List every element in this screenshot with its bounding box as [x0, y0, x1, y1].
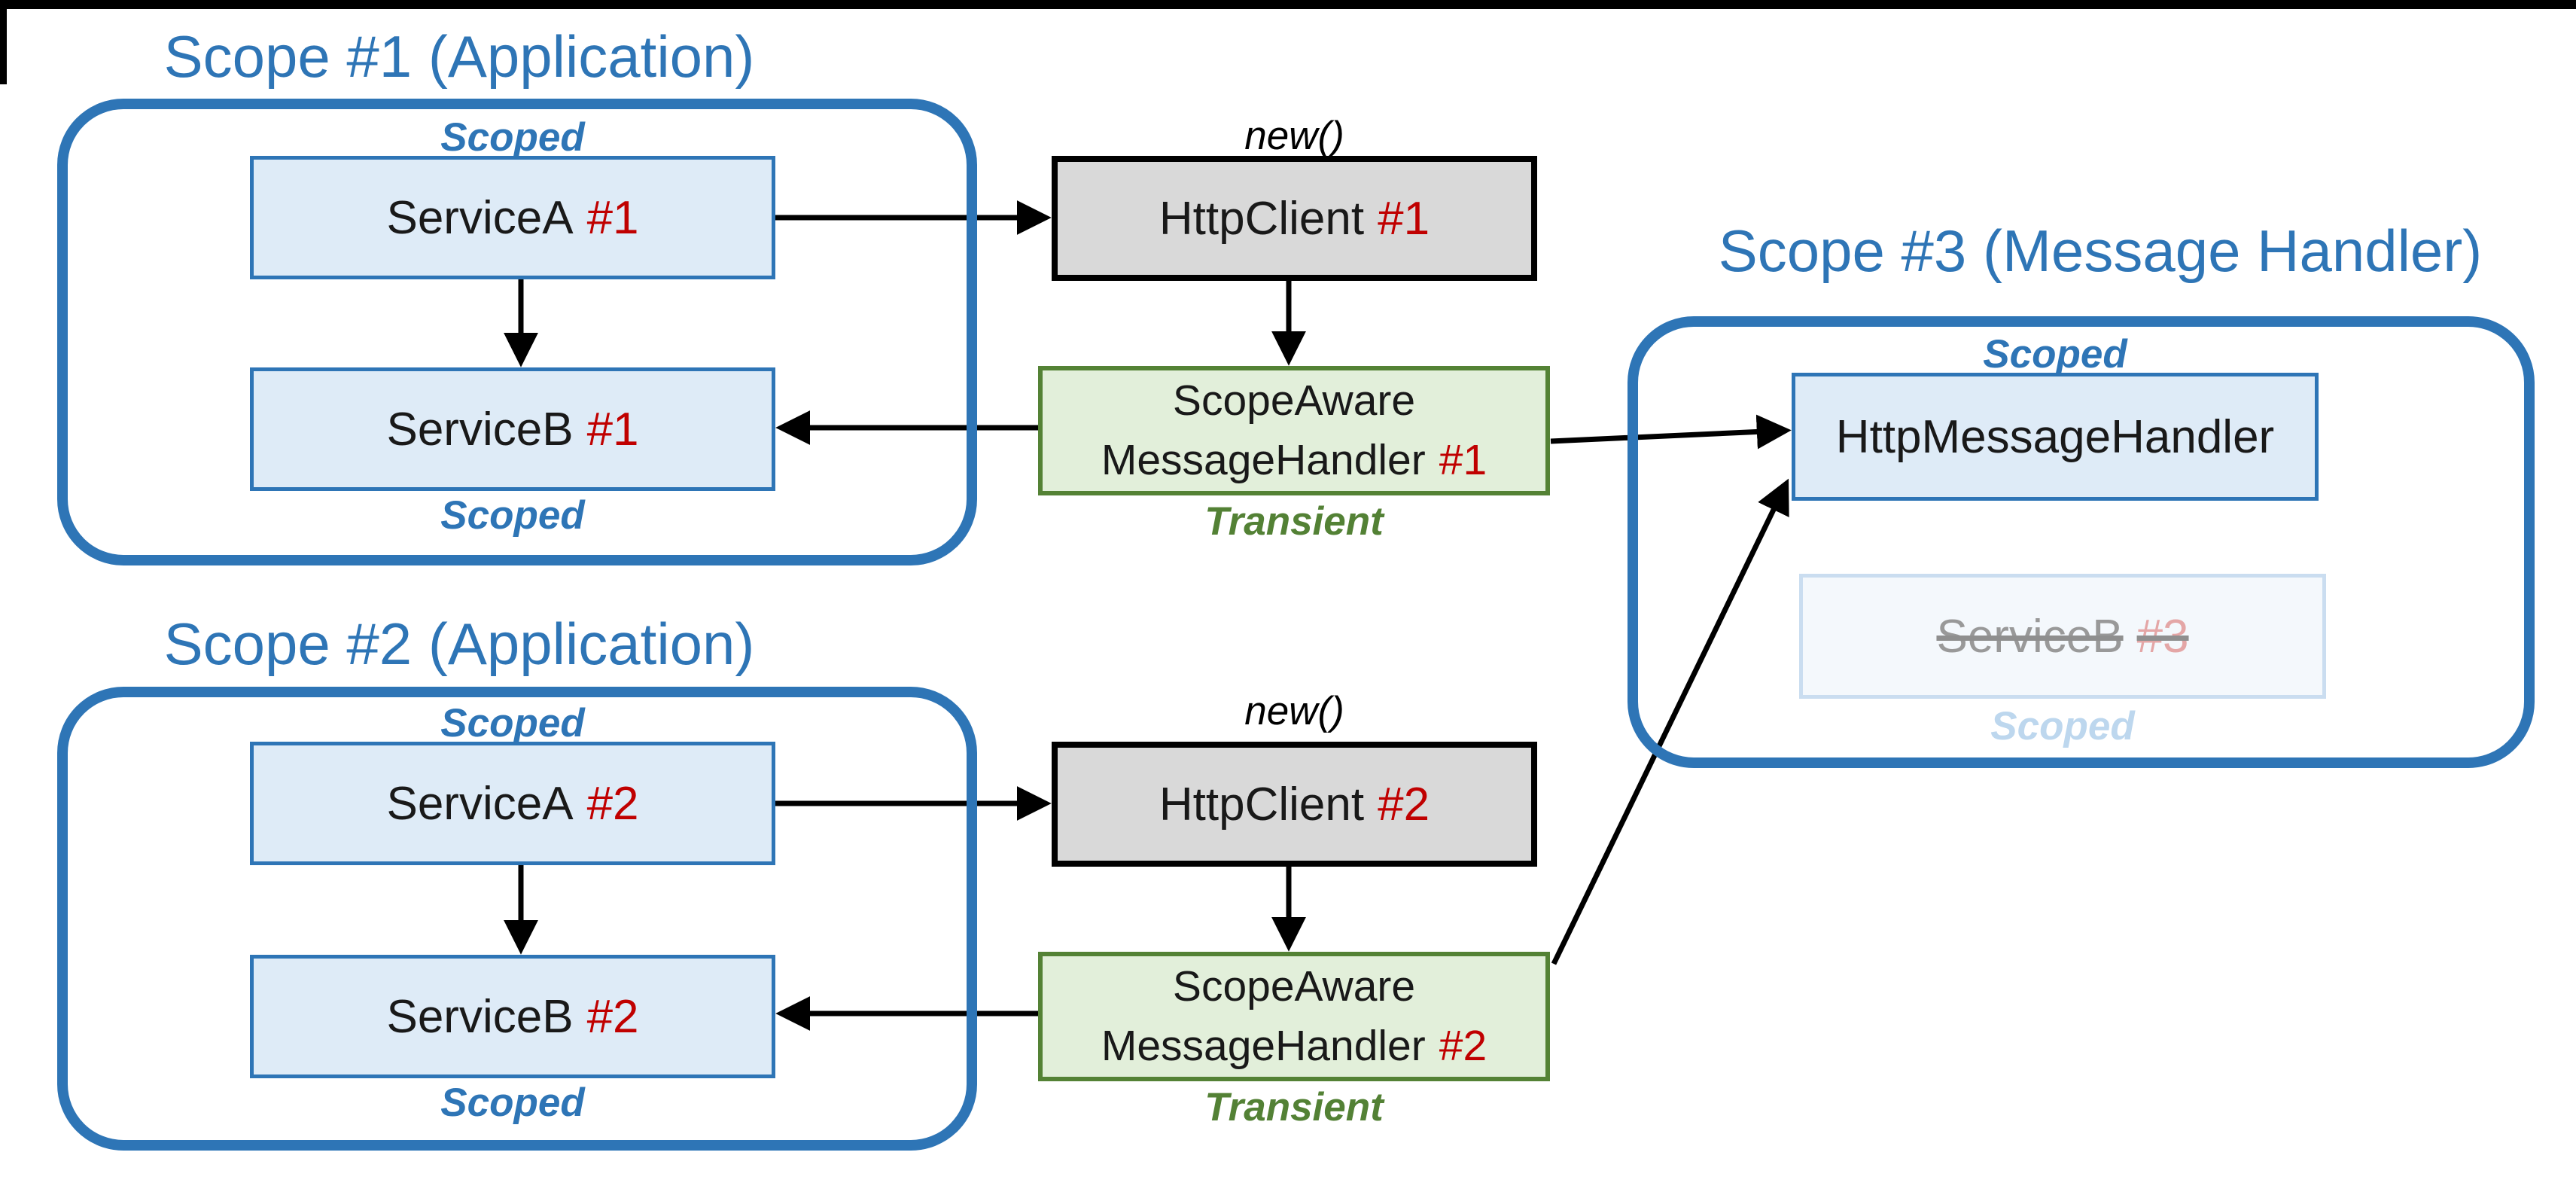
scope1-scoped-top-label: Scoped: [440, 115, 585, 160]
servicea2-label: ServiceA: [386, 777, 574, 830]
scope2-boundary: [57, 687, 977, 1151]
scope1-title: Scope #1 (Application): [163, 23, 755, 90]
servicea1-label: ServiceA: [386, 191, 574, 244]
scope1-scoped-bottom-label: Scoped: [440, 493, 585, 538]
httpmessagehandler-label: HttpMessageHandler: [1835, 410, 2275, 463]
handler1-instance: #1: [1439, 436, 1487, 484]
serviceb2-box: ServiceB #2: [250, 955, 775, 1078]
handler2-transient-label: Transient: [1204, 1085, 1384, 1129]
serviceb3-label: ServiceB: [1936, 610, 2124, 663]
httpmessagehandler-box: HttpMessageHandler: [1792, 373, 2319, 501]
servicea2-instance: #2: [586, 777, 639, 830]
httpclient1-new-annotation: new(): [1244, 114, 1344, 158]
servicea1-box: ServiceA #1: [250, 156, 775, 279]
serviceb1-instance: #1: [586, 403, 639, 456]
handler1-transient-label: Transient: [1204, 499, 1384, 544]
handler2-instance: #2: [1439, 1022, 1487, 1070]
serviceb1-box: ServiceB #1: [250, 367, 775, 491]
servicea1-instance: #1: [586, 191, 639, 244]
scope2-scoped-bottom-label: Scoped: [440, 1081, 585, 1125]
handler1-line1: ScopeAware: [1172, 376, 1416, 425]
scope2-scoped-top-label: Scoped: [440, 701, 585, 745]
handler2-line2: MessageHandler #2: [1101, 1017, 1487, 1076]
serviceb3-strikethrough: ServiceB#3: [1936, 610, 2188, 663]
servicea2-box: ServiceA #2: [250, 742, 775, 865]
letterbox-top: [0, 0, 2576, 9]
scope3-boundary: [1628, 316, 2535, 768]
letterbox-left: [0, 0, 7, 84]
httpclient2-instance: #2: [1378, 778, 1430, 831]
httpclient1-instance: #1: [1378, 192, 1430, 245]
handler1-line2: MessageHandler #1: [1101, 431, 1487, 490]
httpclient1-label: HttpClient: [1159, 192, 1365, 245]
scope1-boundary: [57, 99, 977, 565]
httpclient2-label: HttpClient: [1159, 778, 1365, 831]
handler2-line1: ScopeAware: [1172, 962, 1416, 1011]
serviceb2-label: ServiceB: [386, 990, 574, 1043]
scope3-scoped-top-label: Scoped: [1983, 332, 2127, 376]
scope3-scoped-faded-label: Scoped: [1990, 704, 2135, 748]
serviceb1-label: ServiceB: [386, 403, 574, 456]
serviceb3-faded-box: ServiceB#3: [1799, 574, 2326, 699]
scope2-title: Scope #2 (Application): [163, 611, 755, 677]
httpclient2-new-annotation: new(): [1244, 689, 1344, 733]
serviceb2-instance: #2: [586, 990, 639, 1043]
scopeaware-handler2-box: ScopeAware MessageHandler #2: [1038, 952, 1550, 1081]
serviceb3-instance: #3: [2136, 610, 2189, 663]
handler2-line2-text: MessageHandler: [1101, 1022, 1426, 1070]
httpclient1-box: HttpClient #1: [1052, 156, 1537, 281]
scopeaware-handler1-box: ScopeAware MessageHandler #1: [1038, 366, 1550, 495]
scope3-title: Scope #3 (Message Handler): [1718, 218, 2483, 284]
httpclient2-box: HttpClient #2: [1052, 742, 1537, 867]
handler1-line2-text: MessageHandler: [1101, 436, 1426, 484]
